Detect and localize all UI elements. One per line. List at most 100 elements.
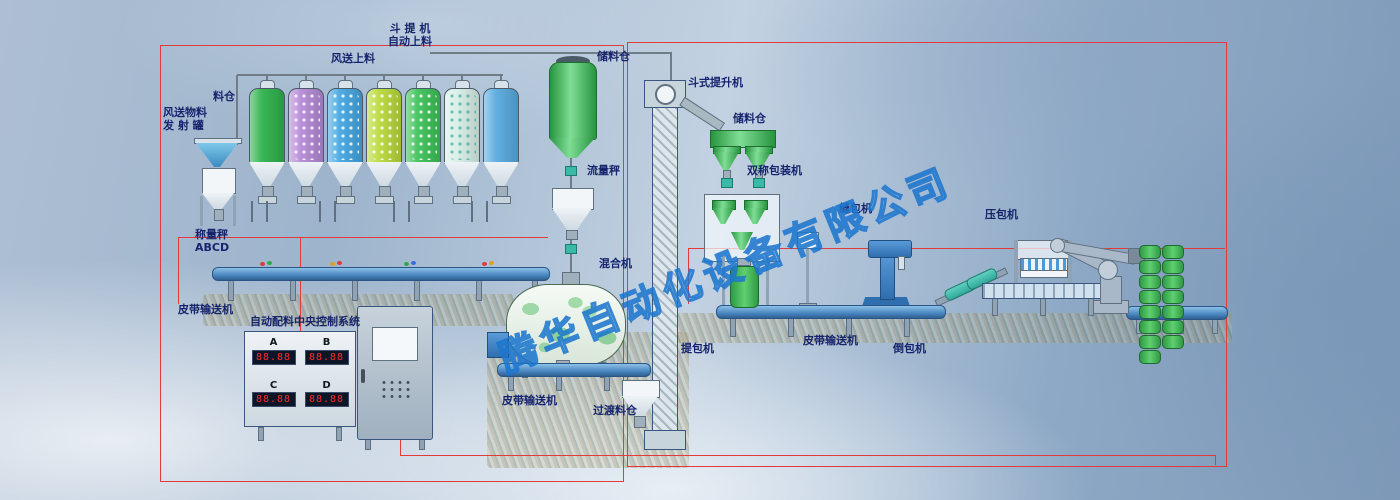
silo-5 [404,80,442,210]
label-transition-hopper: 过渡料仓 [593,404,637,417]
conveyor-leg [1040,297,1046,316]
material-speck [330,262,335,266]
hopper-body [393,201,395,222]
press-post [1068,240,1072,286]
bag [1138,274,1161,289]
robot-shoulder-joint [1098,260,1118,280]
material-speck [260,262,265,266]
pipeline-segment [400,438,401,455]
label-mixer: 混合机 [599,257,632,270]
conveyor-leg [1212,318,1218,334]
bucket-elevator-boot [644,430,686,450]
silo-1 [248,80,286,210]
bag [1138,244,1161,259]
roller-conveyor [982,283,1106,299]
mixer-motor [487,332,509,358]
flow-scale-body [552,188,594,210]
silo-gate [414,196,433,204]
elevator-pulley [655,84,676,105]
label-silo-bin: 料仓 [213,90,235,103]
channel-c: C 88.88 [251,380,296,422]
batching-control-panel: A 88.88 B 88.88 C 88.88 D 88.88 [244,331,356,427]
conveyor-leg [414,280,420,301]
silo-body [327,88,363,164]
press-post [1014,240,1018,286]
robot-pedestal [1100,276,1122,304]
launch-tank-body [202,168,236,194]
material-speck [267,261,272,265]
tank-top-cap [556,56,590,66]
label-launch-tank: 风送物料 发 射 罐 [163,106,207,133]
conveyor-leg [556,375,562,391]
pipeline-segment [178,237,548,238]
silo-cone [327,162,363,186]
channel-display: 88.88 [304,349,349,365]
bag-pallet-stack [1138,244,1206,364]
hopper-outlet [266,201,268,222]
pipeline-segment [688,248,1225,249]
pipeline-segment [300,238,301,332]
material-speck [411,261,416,265]
weigh-hopper-d [470,201,506,222]
silo-body [366,88,402,164]
pipeline-segment [688,248,689,304]
weigh-hopper-b [318,201,354,222]
silo-gate [453,196,472,204]
label-bag-lifter: 提包机 [681,342,714,355]
sewing-needle [898,256,905,270]
filling-bag [730,266,759,308]
silo-body [483,88,519,164]
silo-body [249,88,285,164]
label-flow-scale: 流量秤 [587,164,620,177]
sewing-machine-column [880,252,895,300]
control-cabinet [357,306,433,440]
bag [1161,274,1184,289]
packer-post [722,256,725,310]
silo-7 [482,80,520,210]
silo-gate [492,196,511,204]
channel-a: A 88.88 [251,337,296,379]
label-sewing-machine: 缝包机 [839,202,872,215]
mixer-drum [506,284,626,366]
transition-hopper-outlet [634,416,646,428]
belt-conveyor-left [212,267,550,281]
pipeline-loop-right [627,42,1227,467]
cabinet-window [372,327,418,361]
conveyor-leg [352,280,358,301]
label-bucket-auto-feed: 斗 提 机 自动上料 [388,22,432,49]
label-belt-conveyor-center: 皮带输送机 [502,394,557,407]
hopper-body [251,201,253,222]
silo-body [288,88,324,164]
weigh-hopper-a [250,201,286,222]
cabinet-handle [361,369,365,383]
bag [1138,259,1161,274]
silo-6 [443,80,481,210]
silo-cone [288,162,324,186]
channel-display: 88.88 [251,349,296,365]
silo-body [444,88,480,164]
silo-gate [336,196,355,204]
channel-d: D 88.88 [304,380,349,422]
bag [1161,244,1184,259]
silo-cone [483,162,519,186]
label-bag-press: 压包机 [985,208,1018,221]
material-speck [337,261,342,265]
label-bucket-elevator: 斗式提升机 [688,76,743,89]
launch-tank-outlet [214,209,224,221]
channel-b: B 88.88 [304,337,349,379]
robot-elbow-joint [1050,238,1065,253]
bag [1161,334,1184,349]
silo-cone [444,162,480,186]
bag [1138,304,1161,319]
launch-tank-leg [200,196,203,226]
bucket-elevator-tower [652,92,678,434]
sewing-machine-head [868,240,912,258]
elevator-feed-pipe [670,52,672,84]
conveyor-leg [604,375,610,391]
bag [1161,289,1184,304]
material-speck [482,262,487,266]
label-belt-conveyor-right: 皮带输送机 [803,334,858,347]
channel-label: B [322,337,331,348]
transition-hopper-body [622,380,660,398]
